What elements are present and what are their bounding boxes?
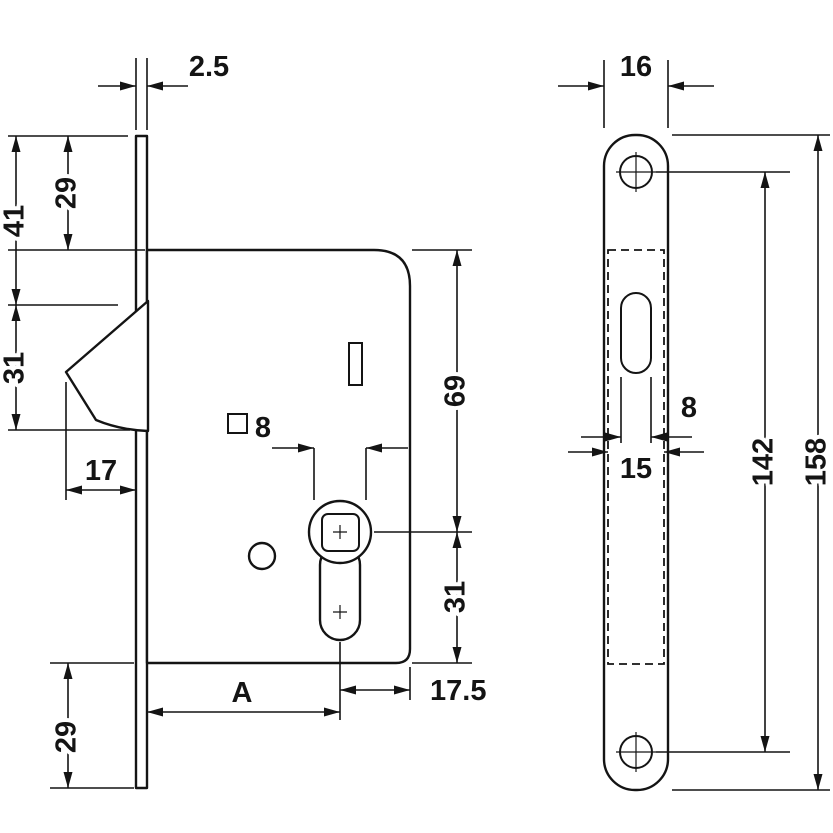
dim-top-to-hook-top: 41 — [0, 136, 35, 305]
screw-hole-bottom-cross — [616, 732, 656, 772]
dim-case-width: 15 — [568, 447, 704, 489]
dim-spindle-to-case-bottom: 31 — [412, 532, 476, 664]
dim-label-16: 16 — [620, 51, 652, 83]
square-symbol-icon — [227, 413, 248, 434]
dim-label-backset: A — [232, 677, 253, 709]
faceplate-edge — [134, 134, 149, 790]
lock-body-shapes — [64, 134, 412, 790]
hook-slot — [620, 292, 652, 374]
dim-case-bottom-to-plate-end: 29 — [47, 662, 134, 789]
dim-slot-width: 8 — [581, 377, 701, 443]
dim-plate-length: 158 — [672, 134, 833, 791]
extension-line — [603, 60, 669, 128]
case-slot — [348, 342, 363, 386]
fixing-hole — [247, 541, 277, 571]
dim-label-29-top: 29 — [51, 177, 83, 209]
faceplate-shapes — [602, 133, 670, 792]
dim-faceplate-thickness: 2.5 — [98, 47, 233, 130]
dim-label-29-bottom: 29 — [51, 721, 83, 753]
dim-case-top-to-spindle: 69 — [374, 249, 476, 533]
dim-hook-protrusion: 17 — [65, 382, 136, 500]
dim-spindle-square: 8 — [227, 408, 408, 500]
dim-backset: A — [147, 673, 340, 717]
hidden-case-outline — [607, 249, 665, 665]
dim-label-17-5: 17.5 — [430, 675, 486, 707]
left-view: 2.5 29 41 31 17 — [0, 47, 490, 790]
dim-label-17: 17 — [85, 455, 117, 487]
dim-center-to-edge: 17.5 — [339, 642, 490, 720]
dim-label-thickness: 2.5 — [189, 51, 229, 83]
dim-label-31-lower: 31 — [440, 581, 472, 613]
dim-top-to-case: 29 — [47, 136, 87, 250]
left-extension-lines — [8, 135, 145, 431]
dim-hook-span: 31 — [0, 305, 35, 430]
right-view: 16 8 15 142 158 — [558, 47, 833, 792]
screw-hole-top-cross — [616, 152, 656, 192]
dim-label-41: 41 — [0, 205, 31, 237]
dim-label-15: 15 — [620, 453, 652, 485]
cylinder-center-mark — [333, 605, 347, 619]
dim-label-69: 69 — [440, 375, 472, 407]
dim-label-31-hook: 31 — [0, 352, 31, 384]
dim-label-8: 8 — [681, 392, 697, 424]
dim-screw-centers: 142 — [656, 171, 790, 753]
hook-bolt — [64, 299, 150, 433]
lock-case — [145, 248, 412, 665]
extension-line — [135, 58, 148, 130]
dim-label-142: 142 — [748, 438, 780, 486]
follower-center-mark — [333, 525, 347, 539]
dim-label-spindle-8: 8 — [255, 412, 271, 444]
spindle-square-hole — [321, 513, 360, 552]
dim-plate-width: 16 — [558, 47, 714, 128]
dim-label-158: 158 — [801, 438, 833, 486]
faceplate-front — [602, 133, 670, 792]
